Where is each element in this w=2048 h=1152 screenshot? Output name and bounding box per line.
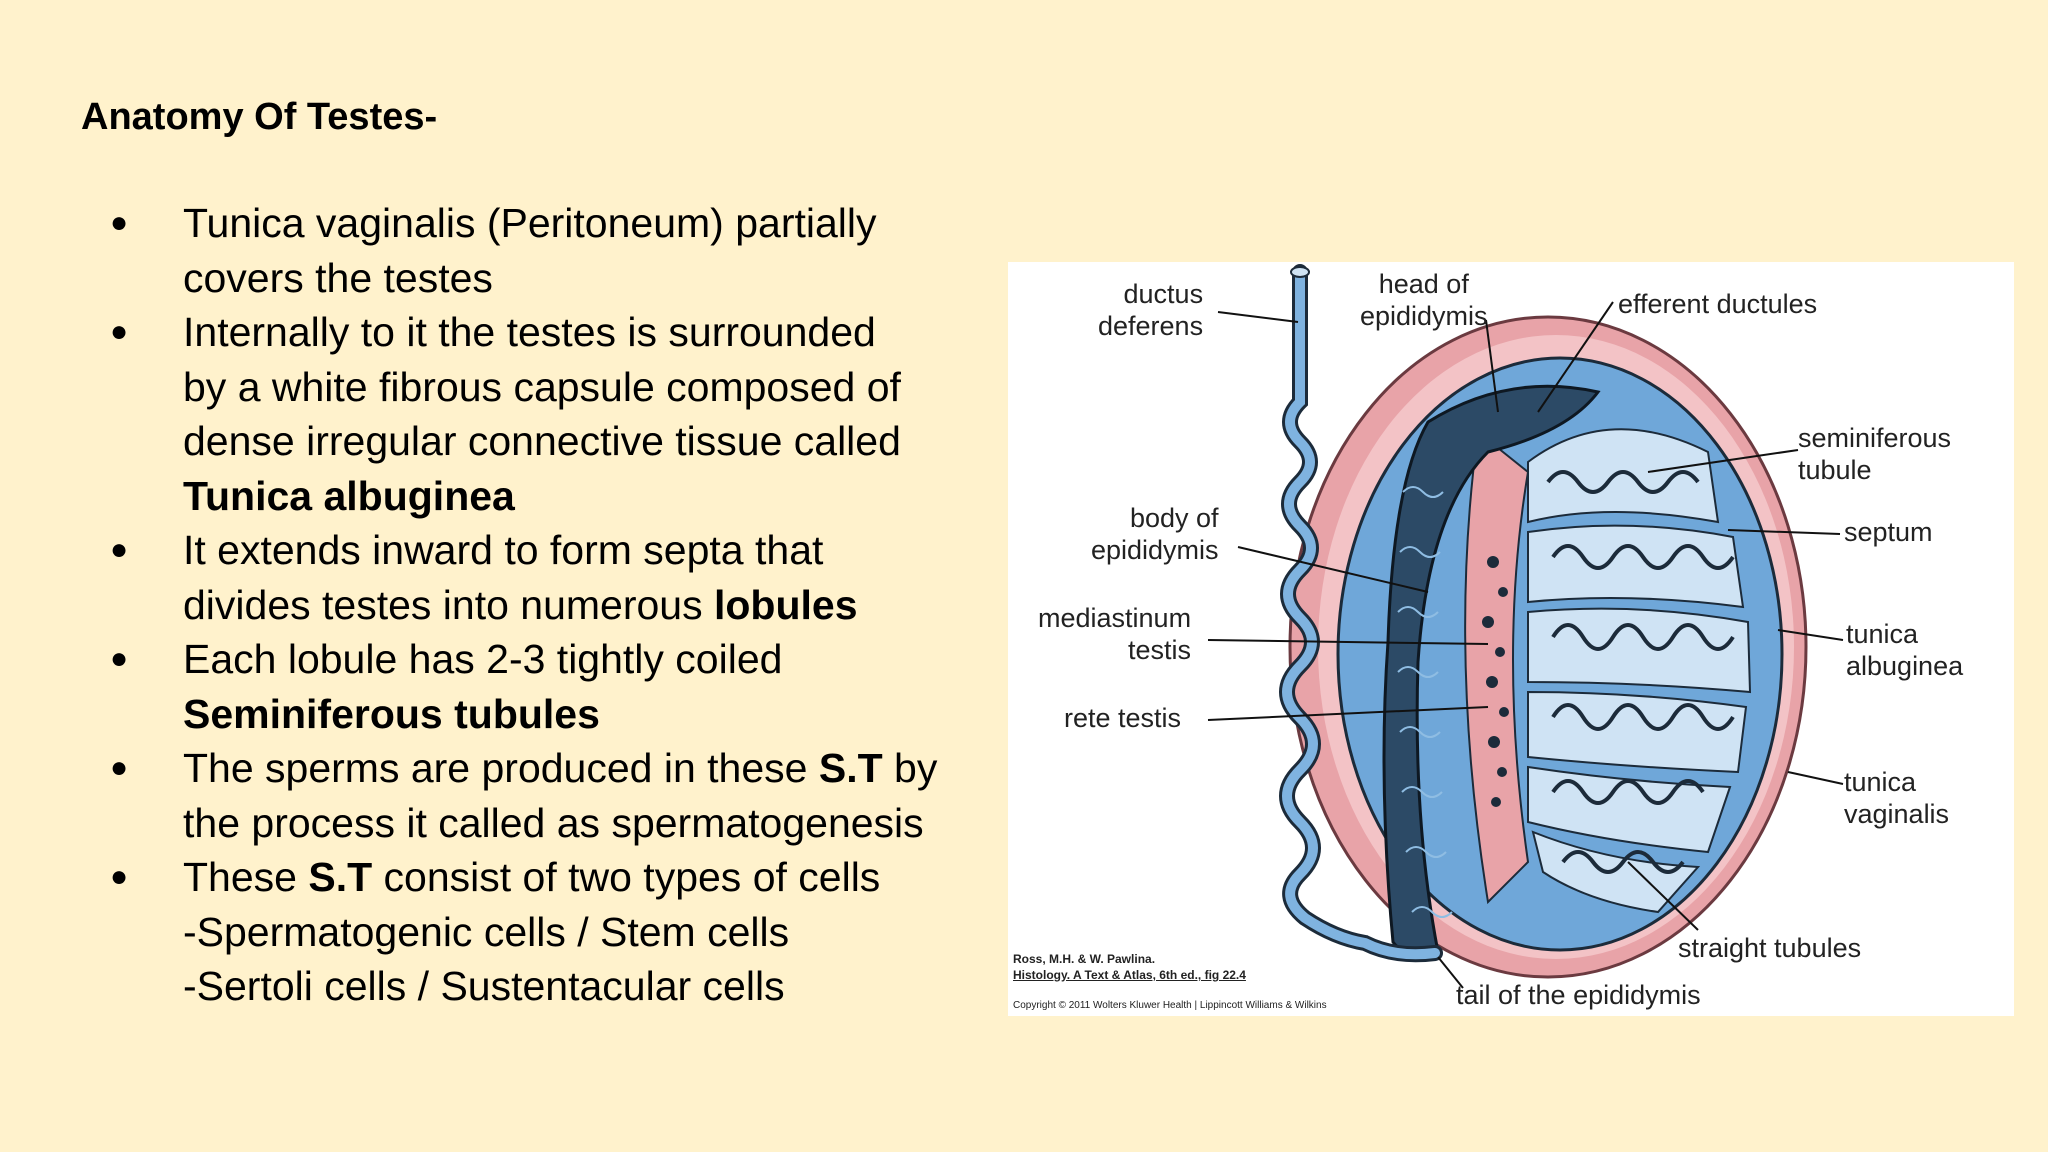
label-tail-of-epididymis: tail of the epididymis [1456,980,1701,1010]
epididymis-coils [1397,486,1453,918]
bullet-item: ● Tunica vaginalis (Peritoneum) partially… [108,196,1008,305]
bullet-text: divides testes into numerous [183,581,714,628]
bullet-item: ● The sperms are produced in these S.T by… [108,741,1008,850]
ductus-deferens [1282,267,1440,960]
credit-copyright: Copyright © 2011 Wolters Kluwer Health |… [1013,1000,1327,1011]
bullet-text: by [882,745,938,791]
bullet-dot: ● [110,533,129,566]
testis-illustration [1207,264,1844,989]
credit-authors: Ross, M.H. & W. Pawlina. [1013,952,1156,966]
bullet-text: consist of two types of cells [372,854,881,900]
bullet-text: These [183,854,309,900]
bullet-text: covers the testes [183,254,493,301]
epididymis [1382,384,1601,957]
bullet-bold-text: Seminiferous tubules [183,690,600,737]
bullet-dot: ● [110,860,129,893]
slide-title: Anatomy Of Testes- [81,96,438,138]
label-straight-tubules: straight tubules [1678,933,1862,963]
bullet-dot: ● [110,206,129,239]
bullet-item: ● It extends inward to form septa that div… [108,523,1008,632]
rete-testis-dots [1482,556,1509,807]
bullet-bold-text: lobules [714,581,858,628]
bullet-text: the process it called as spermatogenesis [183,799,924,846]
bullet-text: Tunica vaginalis (Peritoneum) partially [183,200,877,246]
mediastinum-testis [1464,430,1530,905]
label-septum: septum [1844,517,1933,547]
bullet-item: ● Internally to it the testes is surround… [108,305,1008,523]
bullet-list: ● Tunica vaginalis (Peritoneum) partially… [108,196,1008,1014]
bullet-bold-text: S.T [818,745,883,791]
seminiferous-tubules [1546,470,1735,874]
ductus-end [1290,266,1310,278]
bullet-text: by a white fibrous capsule composed of [183,363,901,410]
label-efferent-ductules: efferent ductules [1618,289,1818,319]
label-rete-testis: rete testis [1064,703,1182,733]
bullet-text: Internally to it the testes is surrounde… [183,309,876,355]
bullet-text: dense irregular connective tissue called [183,418,901,464]
bullet-dot: ● [110,315,129,348]
bullet-dot: ● [110,751,129,784]
bullet-bold-text: Tunica albuginea [183,472,515,519]
bullet-item: ● These S.T consist of two types of cells… [108,850,1008,1014]
leader-lines [1207,301,1844,989]
bullet-bold-text: S.T [308,854,373,900]
bullet-text: -Spermatogenic cells / Stem cells [183,908,790,955]
bullet-dot: ● [110,642,129,675]
bullet-text: Each lobule has 2-3 tightly coiled [183,636,783,682]
bullet-text: It extends inward to form septa that [183,527,824,573]
credit-book: Histology. A Text & Atlas, 6th ed., fig … [1013,968,1246,982]
bullet-text: -Sertoli cells / Sustentacular cells [183,963,785,1009]
bullet-text: The sperms are produced in these [183,745,819,791]
